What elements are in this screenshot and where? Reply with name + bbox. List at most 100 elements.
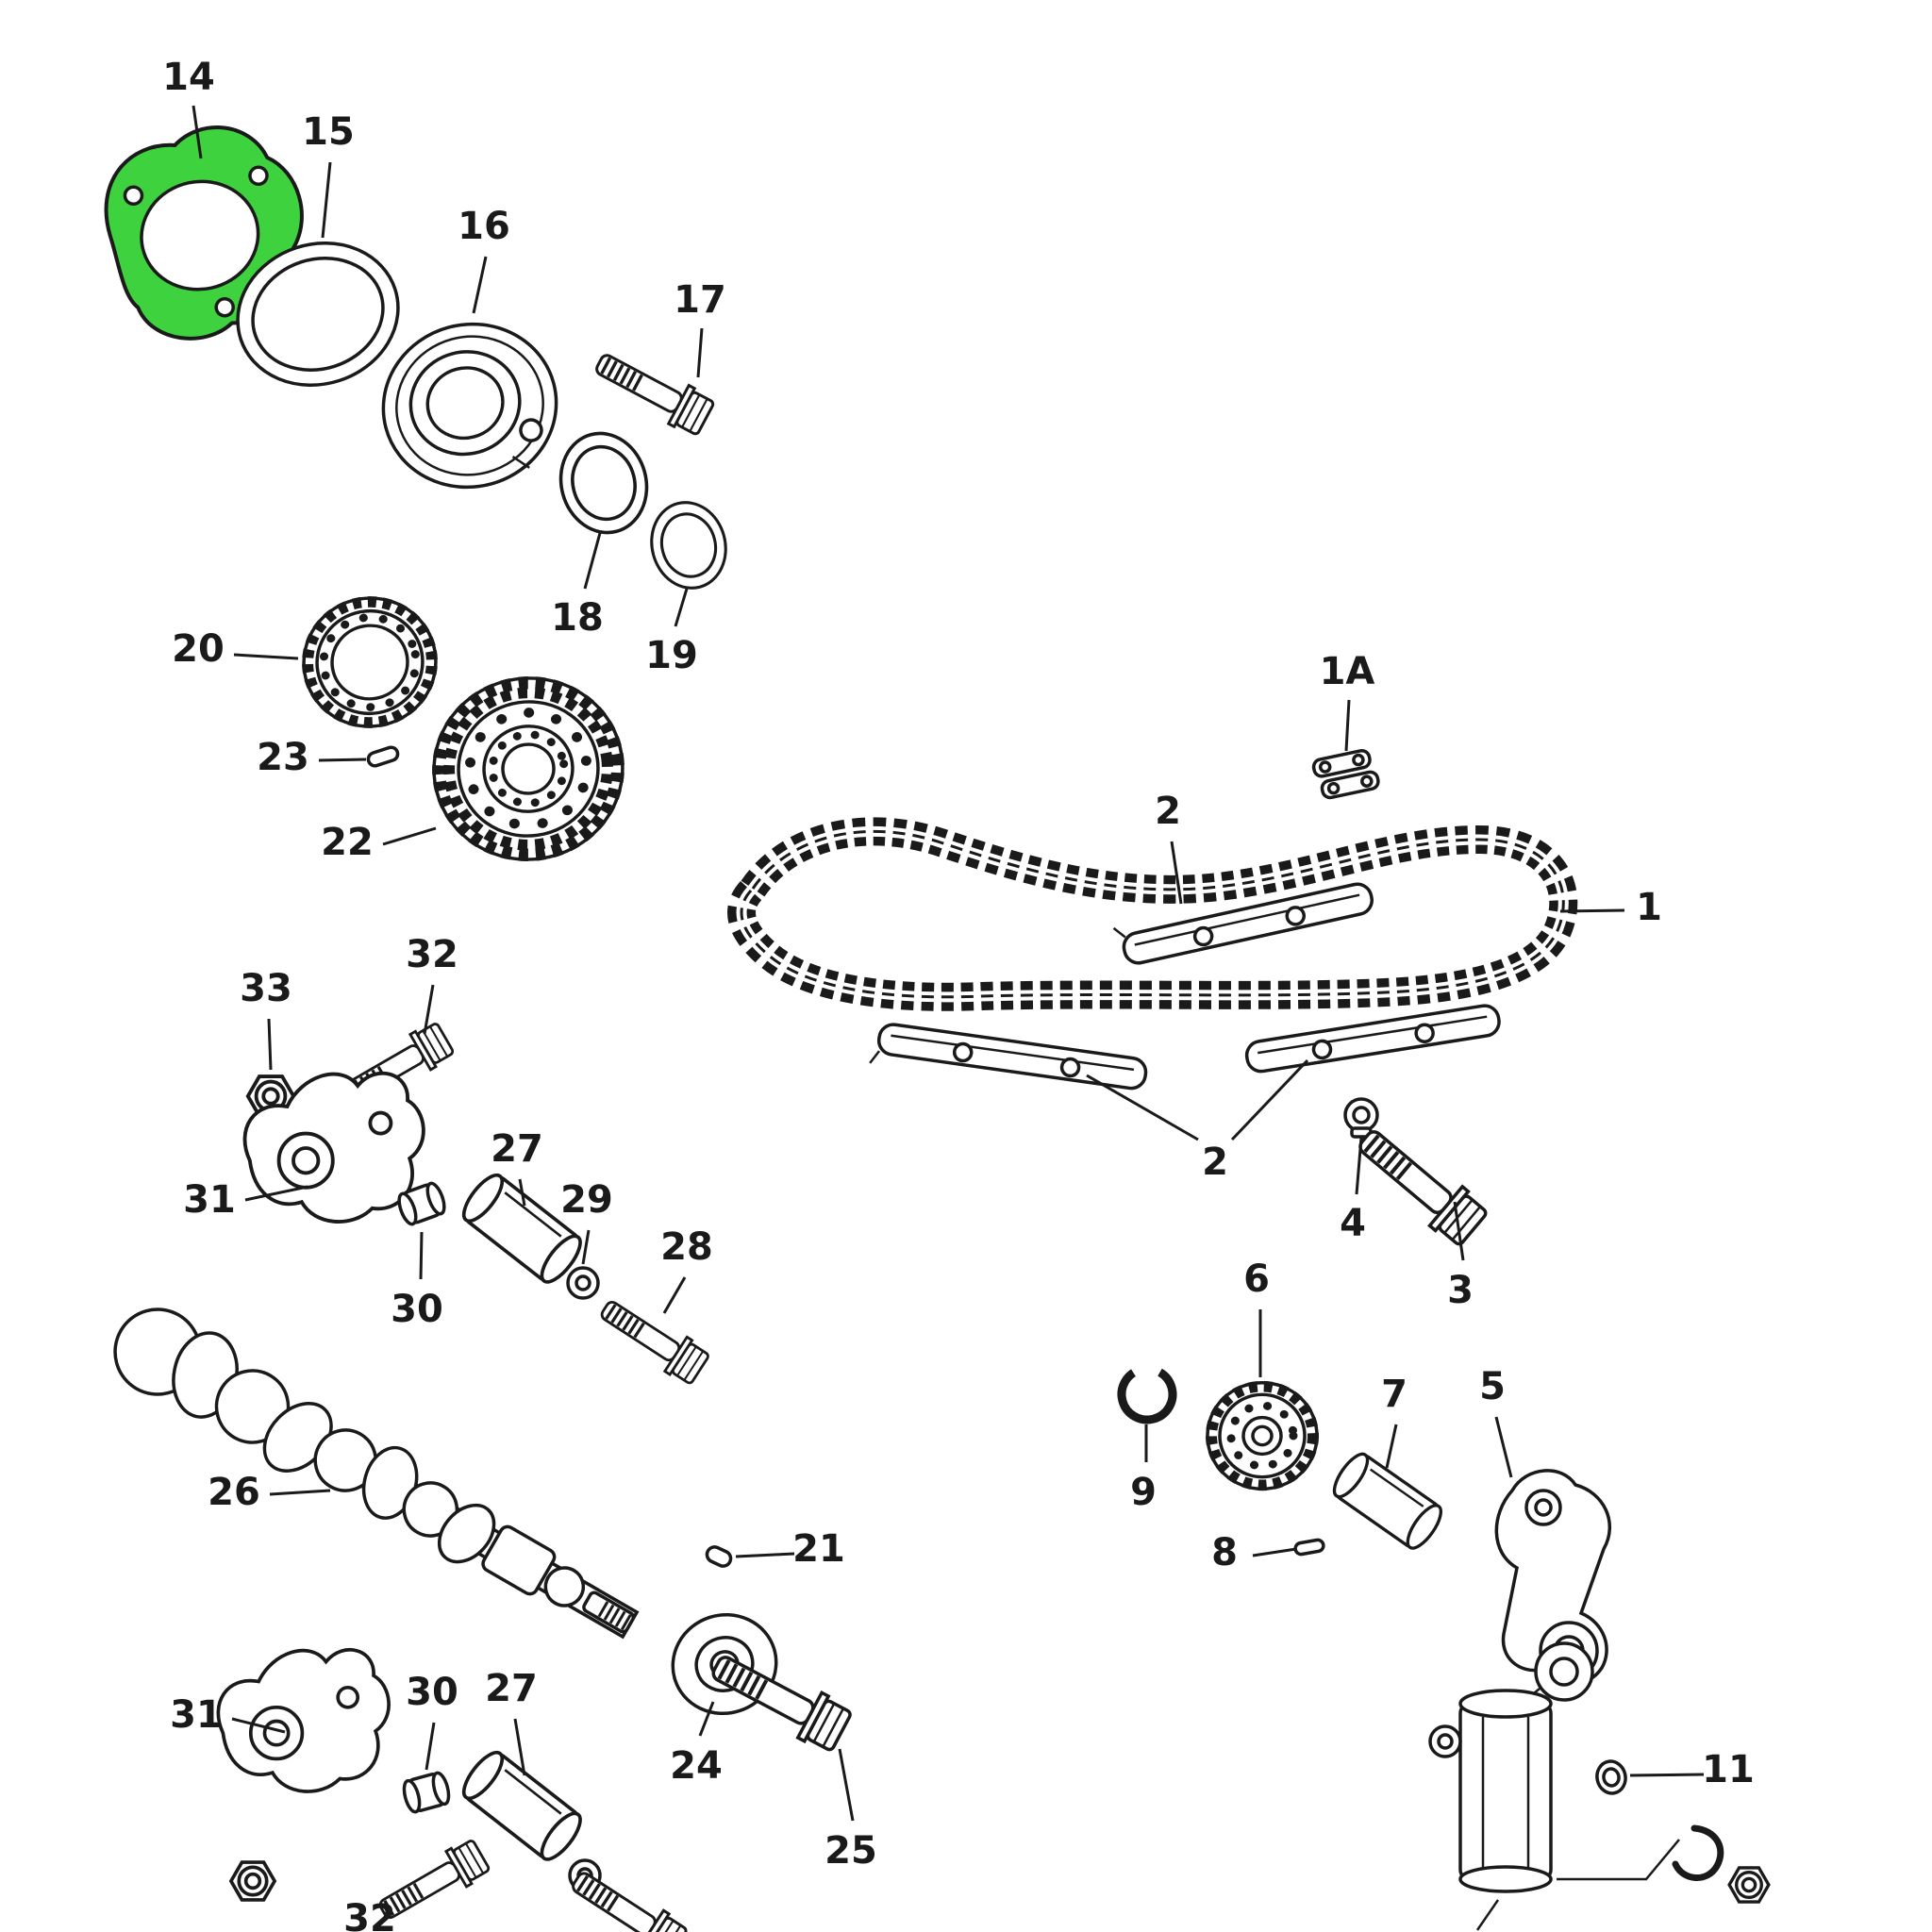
- callout-22[interactable]: 22: [321, 821, 374, 864]
- callout-6[interactable]: 6: [1243, 1257, 1270, 1301]
- callout-1[interactable]: 1: [1636, 886, 1662, 929]
- part-hook-clip[interactable]: [1672, 1824, 1724, 1881]
- leader-line-31: [244, 1185, 308, 1202]
- leader-line-25: [838, 1748, 855, 1822]
- part-chain-tensioner[interactable]: [1428, 1641, 1594, 1893]
- callout-29[interactable]: 29: [560, 1178, 613, 1222]
- callout-8[interactable]: 8: [1211, 1531, 1238, 1574]
- callout-30[interactable]: 30: [391, 1288, 443, 1331]
- callout-15[interactable]: 15: [302, 110, 355, 154]
- leader-line-27: [518, 1178, 526, 1207]
- callout-20[interactable]: 20: [172, 627, 225, 671]
- part-19-seal[interactable]: [641, 492, 737, 598]
- part-2-guide-rail-left[interactable]: [869, 1022, 1148, 1101]
- leader-line-21: [735, 1552, 795, 1558]
- part-20-sprocket[interactable]: [293, 588, 445, 737]
- callout-32[interactable]: 32: [406, 933, 458, 976]
- callout-2[interactable]: 2: [1155, 790, 1181, 833]
- callout-1A[interactable]: 1A: [1319, 650, 1375, 693]
- part-23-pin[interactable]: [366, 745, 400, 768]
- part-2-guide-rail-right[interactable]: [1244, 1004, 1501, 1074]
- leader-line-22: [382, 826, 437, 846]
- callout-5[interactable]: 5: [1479, 1365, 1506, 1408]
- callout-11[interactable]: 11: [1702, 1748, 1755, 1791]
- part-18-seal[interactable]: [548, 422, 659, 544]
- part-2-guide-rail-top[interactable]: [1112, 873, 1375, 967]
- callout-21[interactable]: 21: [792, 1527, 845, 1571]
- part-nut-bottom-left[interactable]: [229, 1860, 276, 1902]
- callout-14[interactable]: 14: [162, 56, 215, 99]
- callout-7[interactable]: 7: [1381, 1373, 1407, 1416]
- part-21-plug[interactable]: [705, 1544, 733, 1568]
- connector-line: [1557, 1839, 1680, 1881]
- part-1-timing-chain[interactable]: [741, 831, 1563, 996]
- callout-2[interactable]: 2: [1202, 1141, 1228, 1184]
- leader-line-29: [581, 1229, 591, 1265]
- part-28-bolt[interactable]: [594, 1291, 711, 1388]
- leader-lines: [192, 105, 1705, 1822]
- leader-line-3: [1453, 1201, 1465, 1261]
- part-3-bolt[interactable]: [1349, 1119, 1491, 1249]
- part-22-sprocket[interactable]: [423, 666, 635, 872]
- part-30-barrel[interactable]: [396, 1181, 448, 1226]
- part-8-pin[interactable]: [1293, 1538, 1325, 1557]
- callout-17[interactable]: 17: [674, 278, 726, 322]
- leader-line-14: [192, 105, 203, 159]
- leader-line-24: [698, 1701, 715, 1737]
- callout-16[interactable]: 16: [458, 205, 510, 248]
- part-6-sprocket[interactable]: [1206, 1380, 1319, 1491]
- leader-line-2: [1230, 1058, 1309, 1141]
- leader-line-26: [269, 1489, 331, 1496]
- leader-line-2: [1086, 1074, 1199, 1141]
- callout-19[interactable]: 19: [645, 634, 698, 677]
- callout-31[interactable]: 31: [170, 1693, 223, 1737]
- callout-23[interactable]: 23: [257, 736, 309, 779]
- part-11-seal-ring[interactable]: [1594, 1758, 1628, 1795]
- part-26-camshaft[interactable]: [97, 1284, 657, 1666]
- part-16-flange[interactable]: [365, 305, 575, 507]
- leader-line-2: [1170, 841, 1183, 905]
- leader-line-27: [513, 1718, 526, 1776]
- callout-3[interactable]: 3: [1447, 1269, 1474, 1312]
- callout-26[interactable]: 26: [208, 1471, 260, 1514]
- callout-27[interactable]: 27: [491, 1127, 543, 1171]
- callout-33[interactable]: 33: [240, 967, 292, 1010]
- part-1a-chain-link[interactable]: [1311, 748, 1380, 800]
- callout-4[interactable]: 4: [1340, 1202, 1366, 1245]
- leader-line-32: [423, 984, 435, 1035]
- part-29-nut[interactable]: [566, 1266, 600, 1300]
- callout-25[interactable]: 25: [824, 1829, 877, 1873]
- leader-line-1: [1559, 908, 1625, 913]
- leader-line-33: [267, 1018, 273, 1071]
- part-4-nut[interactable]: [1343, 1097, 1379, 1139]
- leader-line-4: [1355, 1137, 1363, 1195]
- callout-18[interactable]: 18: [551, 596, 604, 640]
- leader-line-5: [1494, 1416, 1513, 1478]
- part-15-oring[interactable]: [219, 223, 416, 406]
- callout-24[interactable]: 24: [670, 1744, 723, 1788]
- leader-line-30: [425, 1722, 436, 1771]
- callout-30[interactable]: 30: [406, 1671, 458, 1714]
- leader-line-23: [318, 758, 367, 762]
- part-nut-bottom-right[interactable]: [1727, 1866, 1771, 1904]
- leader-line-cropped: [1475, 1899, 1500, 1931]
- callout-32[interactable]: 32: [343, 1897, 396, 1932]
- leader-line-20: [233, 653, 299, 660]
- callout-31[interactable]: 31: [183, 1178, 236, 1222]
- leader-line-8: [1252, 1547, 1297, 1557]
- leader-line-1A: [1344, 699, 1351, 752]
- leader-line-30: [419, 1231, 424, 1280]
- callout-9[interactable]: 9: [1130, 1471, 1157, 1514]
- leader-line-28: [662, 1276, 687, 1314]
- part-17-bolt[interactable]: [590, 343, 716, 438]
- leader-line-31: [231, 1717, 286, 1734]
- leader-line-15: [321, 161, 332, 239]
- callout-28[interactable]: 28: [660, 1225, 713, 1269]
- part-28-bolt-lower[interactable]: [565, 1861, 690, 1932]
- part-9-circlip[interactable]: [1112, 1359, 1182, 1429]
- leader-line-7: [1385, 1424, 1398, 1469]
- callout-27[interactable]: 27: [485, 1667, 538, 1710]
- part-30-barrel-lower[interactable]: [401, 1771, 451, 1814]
